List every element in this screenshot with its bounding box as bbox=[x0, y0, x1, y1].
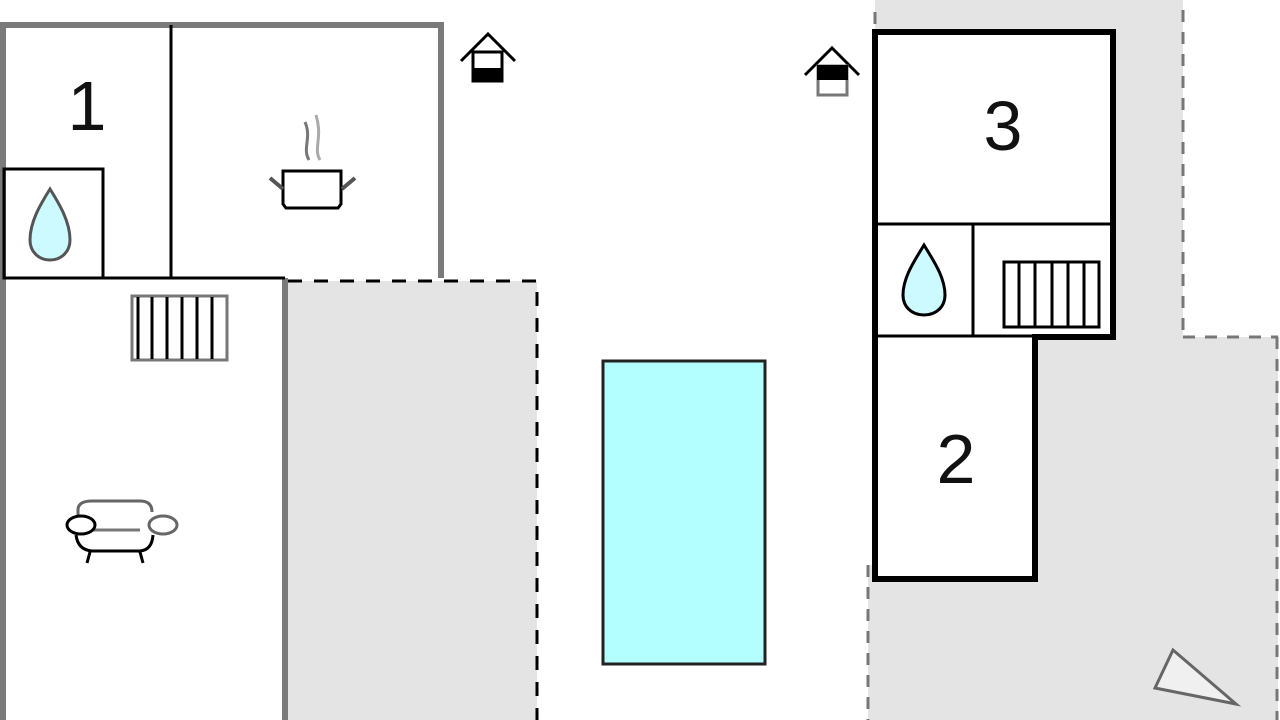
room-label-2: 2 bbox=[937, 420, 976, 498]
house-entrance-icon bbox=[803, 45, 861, 97]
bathroom-drop-icon bbox=[28, 186, 72, 262]
pool bbox=[601, 359, 767, 666]
room-label-1: 1 bbox=[68, 67, 107, 145]
bathroom-drop-icon bbox=[901, 242, 947, 317]
radiator-icon bbox=[130, 294, 229, 362]
house-entrance-icon bbox=[459, 31, 517, 83]
terrace-left bbox=[288, 279, 539, 720]
building-right: 3 2 bbox=[872, 29, 1116, 582]
room-label-3: 3 bbox=[984, 87, 1023, 165]
building-left: 1 bbox=[0, 22, 444, 720]
compass-triangle-icon bbox=[1152, 647, 1242, 707]
kitchen-pot-icon bbox=[268, 114, 357, 210]
sofa-icon bbox=[65, 499, 179, 564]
radiator-icon bbox=[1002, 260, 1101, 329]
